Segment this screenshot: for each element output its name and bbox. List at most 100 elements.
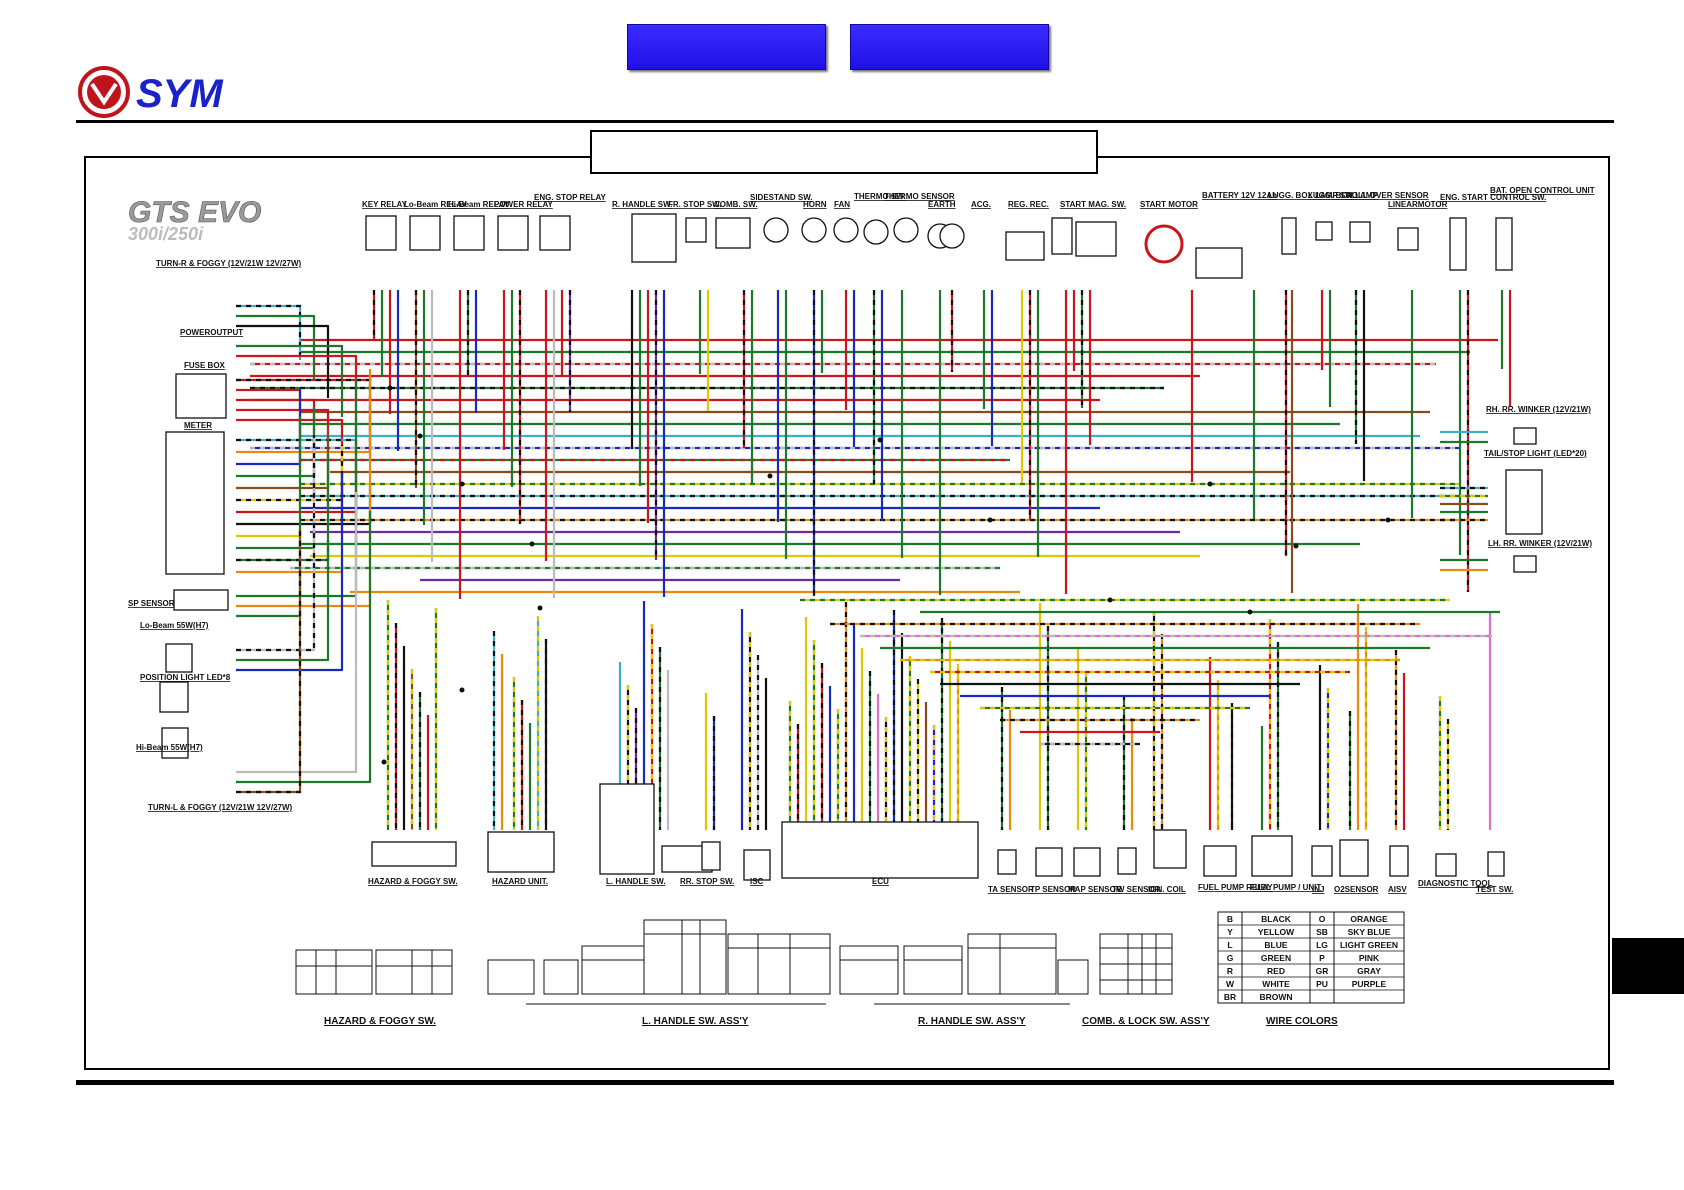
- component-11: [863, 219, 889, 245]
- wire-192: [236, 397, 372, 608]
- label-hazard-foggy-assy: HAZARD & FOGGY SW.: [324, 1016, 436, 1027]
- component-33: [1513, 427, 1537, 445]
- nav-button-left[interactable]: [627, 24, 826, 70]
- logo-disc: [87, 75, 121, 109]
- component-47: [1203, 845, 1237, 877]
- component-14: [939, 223, 965, 249]
- label-fuel-pump-relay: FUEL PUMP RELAY: [1198, 883, 1273, 892]
- component-50: [1339, 839, 1369, 877]
- label-r-handle-sw: R. HANDLE SW.: [612, 200, 672, 209]
- wire-182: [236, 407, 316, 478]
- wire-color-code2: SB: [1316, 927, 1328, 937]
- label-fan: FAN: [834, 200, 850, 209]
- wire-color-table-frame: [1217, 911, 1405, 1004]
- label-fuel-pump-unit: FUEL PUMP / UNIT: [1250, 883, 1321, 892]
- label-reg-rec: REG. REC.: [1008, 200, 1049, 209]
- model-sub: 300i/250i: [128, 224, 204, 244]
- wire-176: [236, 398, 316, 493]
- label-lo-beam-relay: Lo-Beam RELAY: [404, 200, 467, 209]
- wire-color-code: W: [1226, 979, 1235, 989]
- component-19: [1195, 247, 1243, 279]
- wire-186: [236, 483, 372, 526]
- component-53: [1487, 851, 1505, 877]
- wire-color-name: GREEN: [1261, 953, 1291, 963]
- label-fr-stop-sw: FR. STOP SW.: [668, 200, 722, 209]
- wire-197: [236, 492, 358, 774]
- label-isc: ISC: [750, 877, 764, 886]
- wire-198: [236, 511, 372, 784]
- wire-169: [236, 304, 302, 360]
- component-4: [539, 215, 571, 251]
- junction-9: [1385, 517, 1391, 523]
- label-meter: METER: [184, 421, 212, 430]
- component-12: [893, 217, 919, 243]
- bottom-labels: HAZARD & FOGGY SW. HAZARD UNIT. L. HANDL…: [368, 877, 1513, 894]
- label-key-relay: KEY RELAY: [362, 200, 408, 209]
- label-hazard-foggy-sw: HAZARD & FOGGY SW.: [368, 877, 458, 886]
- label-acg: ACG.: [971, 200, 991, 209]
- nav-button-right[interactable]: [850, 24, 1049, 70]
- component-45: [1117, 847, 1137, 875]
- wire-174: [236, 378, 372, 455]
- label-l-handle-assy: L. HANDLE SW. ASS'Y: [642, 1016, 749, 1027]
- label-roll-over-sensor: ROLL OVER SENSOR: [1346, 191, 1429, 200]
- component-32: [1505, 469, 1543, 535]
- label-lh-rr-winker: LH. RR. WINKER (12V/21W): [1488, 539, 1592, 548]
- label-lo-beam: Lo-Beam 55W(H7): [140, 621, 209, 630]
- label-tp-sensor: TP SENSOR: [1030, 885, 1076, 894]
- label-ecu: ECU: [872, 877, 889, 886]
- wire-color-code2: LG: [1316, 940, 1328, 950]
- junction-8: [1293, 543, 1299, 549]
- label-lugg-box-lamp: LUGG. BOX LAMP: [1308, 191, 1378, 200]
- component-7: [715, 217, 751, 249]
- wire-187: [236, 502, 302, 538]
- wire-194: [236, 435, 316, 652]
- r-handle-table: [839, 933, 1089, 1005]
- junction-1: [417, 433, 423, 439]
- wire-color-name2: PINK: [1359, 953, 1380, 963]
- assembly-labels: HAZARD & FOGGY SW. L. HANDLE SW. ASS'Y R…: [324, 1016, 1338, 1027]
- sym-logo: SYM: [78, 62, 258, 127]
- label-tw-sensor: TW SENSOR: [1112, 885, 1161, 894]
- component-23: [1397, 227, 1419, 251]
- junction-12: [537, 605, 543, 611]
- wire-stripe-199: [236, 530, 302, 794]
- wire-color-name: WHITE: [1262, 979, 1290, 989]
- wire-color-code2: P: [1319, 953, 1325, 963]
- component-41: [781, 821, 979, 879]
- logo-mark: [90, 82, 118, 106]
- label-tail-stop-light: TAIL/STOP LIGHT (LED*20): [1484, 449, 1587, 458]
- junction-3: [529, 541, 535, 547]
- junction-6: [987, 517, 993, 523]
- wire-harness: [236, 290, 1512, 830]
- components: [159, 213, 1543, 881]
- comb-lock-table: [1099, 933, 1173, 995]
- label-start-motor: START MOTOR: [1140, 200, 1198, 209]
- component-28: [173, 589, 229, 611]
- component-39: [701, 841, 721, 871]
- model-name: GTS EVO: [128, 196, 261, 229]
- label-hazard-unit: HAZARD UNIT.: [492, 877, 548, 886]
- wire-color-name: BLUE: [1264, 940, 1287, 950]
- wire-color-name2: LIGHT GREEN: [1340, 940, 1398, 950]
- label-wire-colors: WIRE COLORS: [1266, 1016, 1338, 1027]
- label-l-handle-sw: L. HANDLE SW.: [606, 877, 666, 886]
- wire-color-code: Y: [1227, 927, 1233, 937]
- junction-11: [459, 687, 465, 693]
- component-49: [1311, 845, 1333, 877]
- label-diagnostic-tool: DIAGNOSTIC TOOL: [1418, 879, 1493, 888]
- brand-wordmark: SYM: [136, 72, 224, 116]
- component-16: [1051, 217, 1073, 255]
- component-34: [1513, 555, 1537, 573]
- wire-color-name2: ORANGE: [1350, 914, 1388, 924]
- wire-color-name: YELLOW: [1258, 927, 1295, 937]
- label-lugg-box-lamp-sw: LUGG. BOX LAMP SW.: [1268, 191, 1355, 200]
- component-24: [1449, 217, 1467, 271]
- component-46: [1153, 829, 1187, 869]
- wire-color-code: G: [1227, 953, 1234, 963]
- junction-2: [459, 481, 465, 487]
- component-17: [1075, 221, 1117, 257]
- wire-196: [236, 473, 344, 672]
- label-ta-sensor: TA SENSOR: [988, 885, 1034, 894]
- label-comb-sw: COMB. SW.: [714, 200, 758, 209]
